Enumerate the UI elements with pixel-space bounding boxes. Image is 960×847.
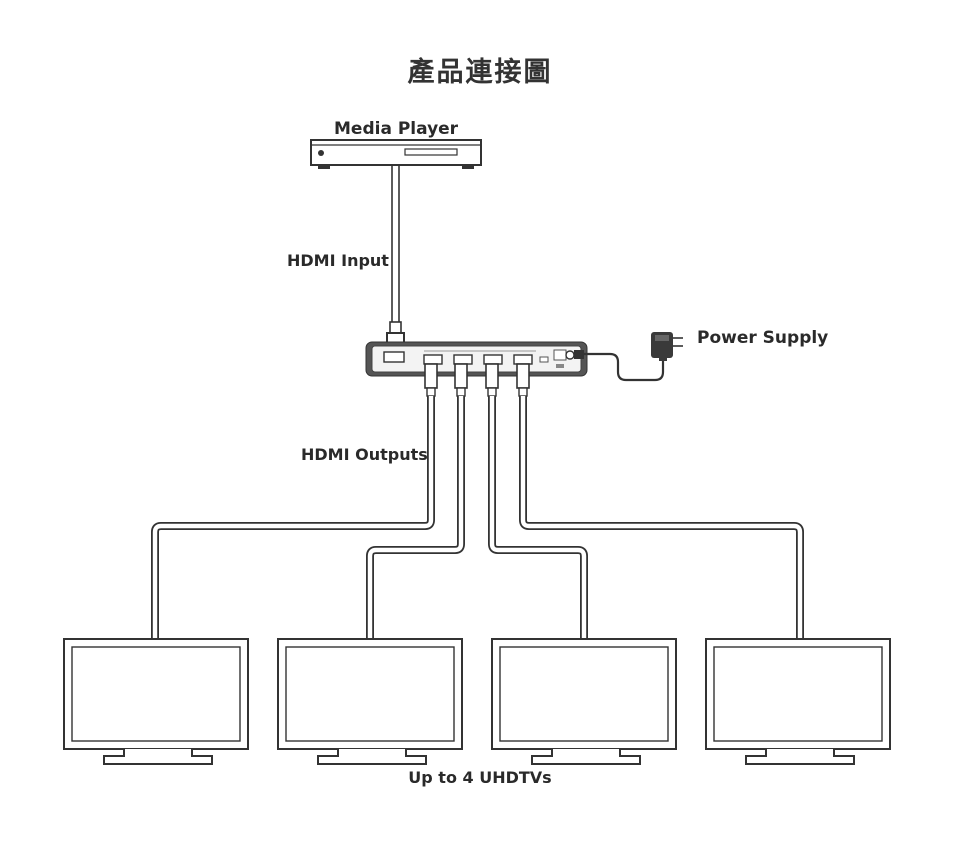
media-player-label: Media Player bbox=[334, 119, 459, 139]
output-cable-4 bbox=[519, 396, 804, 640]
power-supply-label: Power Supply bbox=[697, 328, 829, 348]
hdmi-output-cables bbox=[151, 396, 804, 640]
displays-label: Up to 4 UHDTVs bbox=[408, 768, 552, 787]
output-cable-1 bbox=[151, 396, 435, 640]
media-player-device bbox=[310, 139, 482, 169]
power-led-icon bbox=[318, 150, 324, 156]
hdmi-output-plugs bbox=[424, 363, 530, 397]
hdmi-input-label: HDMI Input bbox=[287, 251, 389, 270]
hdmi-input-cable bbox=[386, 165, 405, 360]
uhdtv-display-3 bbox=[491, 638, 677, 765]
hdmi-outputs-label: HDMI Outputs bbox=[301, 445, 428, 464]
output-cable-2 bbox=[366, 396, 465, 640]
uhdtv-display-4 bbox=[705, 638, 891, 765]
uhdtv-display-1 bbox=[63, 638, 249, 765]
power-adapter-icon bbox=[651, 332, 683, 361]
hdmi-splitter-device bbox=[365, 341, 588, 377]
diagram-title: 產品連接圖 bbox=[407, 57, 553, 88]
uhdtv-display-2 bbox=[277, 638, 463, 765]
output-cable-3 bbox=[488, 396, 588, 640]
power-supply-cable bbox=[574, 350, 665, 382]
